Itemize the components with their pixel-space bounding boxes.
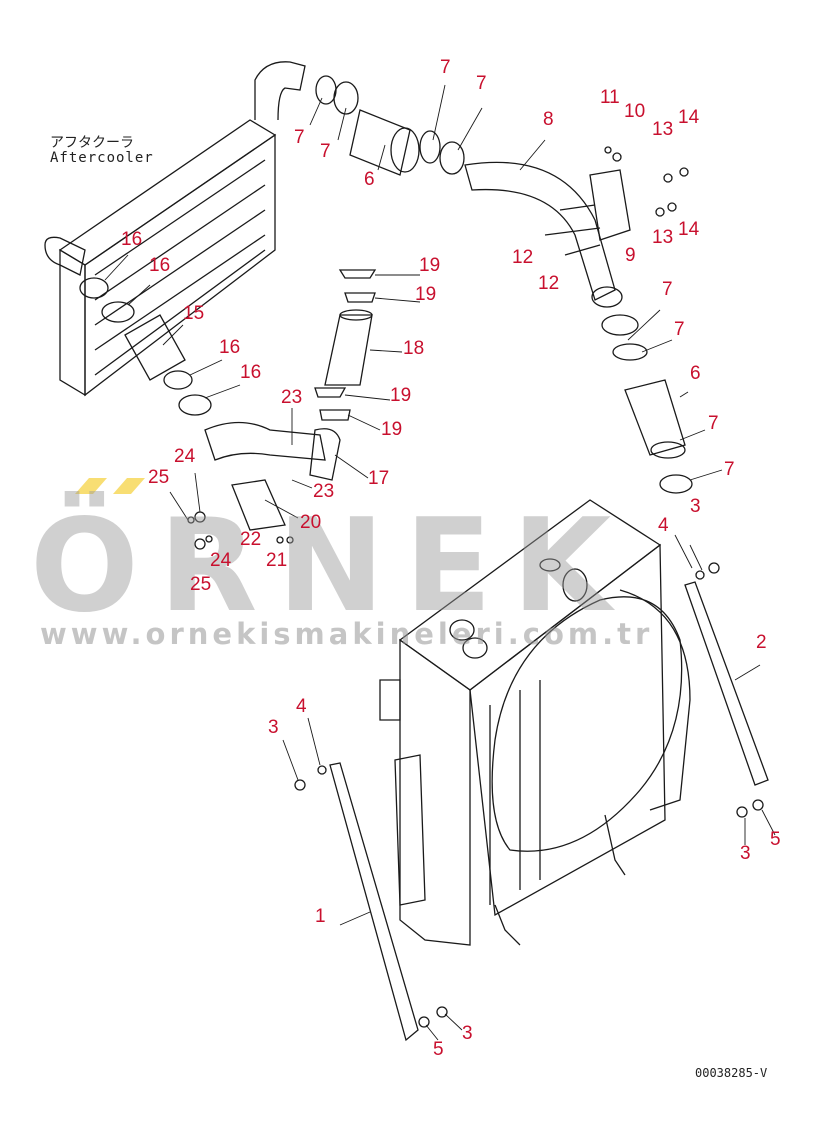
aftercooler-caption-japanese: アフタクーラ: [50, 135, 134, 151]
callout-number: 12: [538, 273, 560, 294]
callout-number: 1: [315, 906, 326, 927]
callout-number: 16: [219, 337, 241, 358]
callout-number: 15: [183, 303, 205, 324]
callout-number: 11: [600, 87, 620, 108]
watermark-url: www.ornekismakineleri.com.tr: [40, 617, 654, 651]
callout-number: 23: [281, 387, 303, 408]
callout-number: 23: [313, 481, 335, 502]
callout-number: 3: [268, 717, 279, 738]
callout-number: 6: [364, 169, 375, 190]
left-pipe-group: [79, 277, 341, 481]
drawing-code: 00038285-V: [695, 1066, 768, 1080]
callout-number: 7: [440, 57, 451, 78]
callout-number: 5: [433, 1039, 444, 1060]
callout-number: 17: [368, 468, 390, 489]
watermark-dots: [75, 478, 145, 500]
small-bracket: [187, 479, 294, 550]
callout-number: 5: [770, 829, 781, 850]
callout-number: 7: [724, 459, 735, 480]
stay-rods: [294, 562, 769, 1042]
callout-number: 16: [121, 229, 143, 250]
callout-number: 7: [674, 319, 685, 340]
callout-number: 13: [652, 119, 674, 140]
aftercooler-caption-english: Aftercooler: [50, 150, 154, 166]
leader-lines: [104, 84, 776, 1041]
callout-number: 19: [415, 284, 437, 305]
radiator-frame: [379, 499, 691, 946]
callout-number: 18: [403, 338, 425, 359]
callout-number: 16: [240, 362, 262, 383]
callout-number: 14: [678, 219, 700, 240]
callout-number: 7: [476, 73, 487, 94]
callout-number: 24: [210, 550, 232, 571]
callout-number: 7: [320, 141, 331, 162]
callout-number: 2: [756, 632, 767, 653]
callout-number: 4: [296, 696, 307, 717]
callout-number: 6: [690, 363, 701, 384]
callout-number: 10: [624, 101, 646, 122]
aftercooler-core: [44, 61, 306, 397]
callout-number: 9: [625, 245, 636, 266]
callout-number: 4: [658, 515, 669, 536]
callout-number: 3: [740, 843, 751, 864]
callout-number: 3: [462, 1023, 473, 1044]
callout-number: 25: [190, 574, 212, 595]
callout-number: 8: [543, 109, 554, 130]
callout-number: 7: [662, 279, 673, 300]
callout-number: 19: [381, 419, 403, 440]
callout-number: 19: [419, 255, 441, 276]
callout-number: 19: [390, 385, 412, 406]
callout-number: 21: [266, 550, 288, 571]
callout-number: 24: [174, 446, 196, 467]
sleeve-group: [314, 269, 377, 421]
callout-number: 14: [678, 107, 700, 128]
callout-number: 13: [652, 227, 674, 248]
callout-number: 16: [149, 255, 171, 276]
upper-pipes: [315, 75, 623, 308]
callout-number: 3: [690, 496, 701, 517]
callout-number: 20: [300, 512, 322, 533]
callout-number: 22: [240, 529, 262, 550]
callout-number: 12: [512, 247, 534, 268]
callout-number: 7: [294, 127, 305, 148]
right-hose-group: [601, 314, 693, 494]
watermark-logo: ÖRNEK: [30, 492, 632, 641]
callout-number: 7: [708, 413, 719, 434]
bracket: [544, 146, 689, 256]
callout-number: 25: [148, 467, 170, 488]
